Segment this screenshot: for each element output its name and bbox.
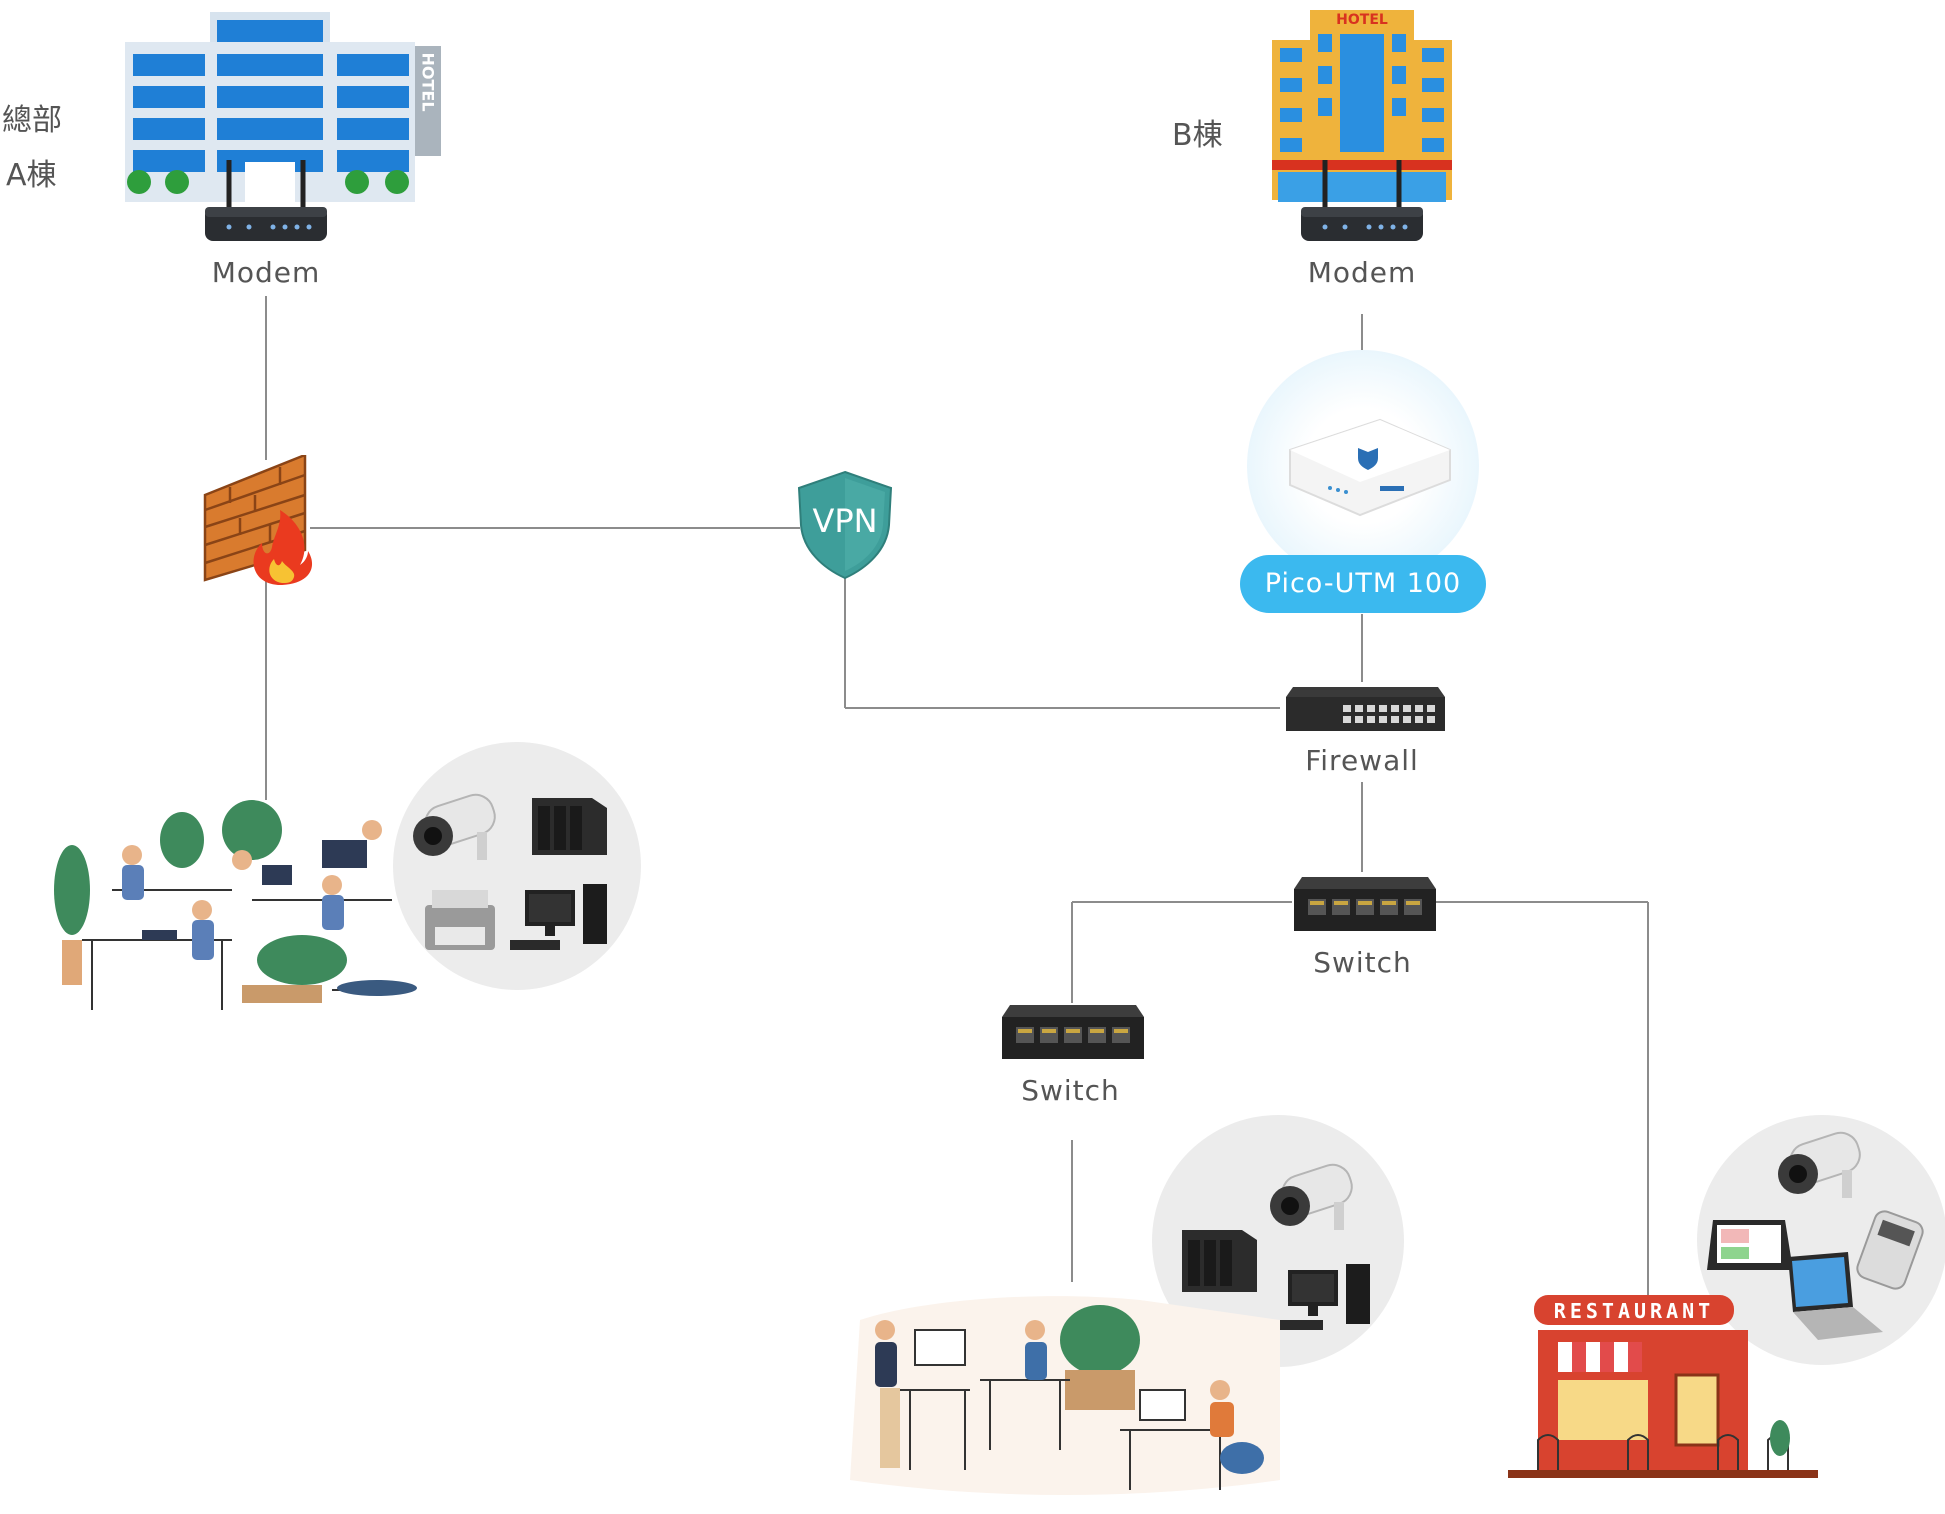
nas-b-icon xyxy=(1182,1230,1257,1292)
pico-utm-badge: Pico-UTM 100 xyxy=(1240,555,1486,613)
modem-b-label: Modem xyxy=(1307,256,1417,289)
card-terminal-icon xyxy=(1856,1210,1924,1290)
cctv-camera-a-icon xyxy=(413,793,496,860)
switch-sub-label: Switch xyxy=(1021,1074,1120,1107)
office-a-scene-icon xyxy=(54,800,417,1010)
site-a-label-line1: 總部 xyxy=(2,103,62,138)
switch-sub-icon xyxy=(1002,1005,1144,1059)
site-a-label-line2: A棟 xyxy=(6,158,57,193)
switch-main-label: Switch xyxy=(1313,946,1412,979)
switch-main-icon xyxy=(1294,877,1436,931)
modem-b-icon xyxy=(1301,160,1423,241)
pico-utm-device-icon xyxy=(1289,418,1451,517)
vpn-text: VPN xyxy=(812,502,877,540)
restaurant-sign-text: RESTAURANT xyxy=(1554,1299,1714,1323)
hotel-b-building-icon: HOTEL xyxy=(1272,10,1452,202)
desktop-pc-b-icon xyxy=(1273,1264,1370,1330)
cctv-camera-c-icon xyxy=(1778,1131,1861,1198)
restaurant-building-icon: RESTAURANT xyxy=(1508,1295,1818,1478)
nas-a-icon xyxy=(532,798,607,855)
hotel-b-sign-text: HOTEL xyxy=(1336,12,1388,28)
vpn-shield-icon: VPN xyxy=(797,470,893,580)
tablet-pos-icon xyxy=(1707,1220,1793,1270)
modem-a-icon xyxy=(205,160,327,241)
firewall-rack-icon xyxy=(1286,687,1445,731)
firewall-label: Firewall xyxy=(1305,744,1419,777)
printer-a-icon xyxy=(425,890,495,950)
cctv-camera-b-icon xyxy=(1270,1163,1353,1230)
office-b-scene-icon xyxy=(850,1296,1280,1495)
hotel-a-sign-text: HOTEL xyxy=(419,52,438,111)
site-b-label: B棟 xyxy=(1172,118,1223,153)
laptop-icon xyxy=(1788,1252,1883,1340)
modem-a-label: Modem xyxy=(211,256,321,289)
firewall-a-icon xyxy=(203,455,313,585)
desktop-pc-a-icon xyxy=(510,884,607,950)
